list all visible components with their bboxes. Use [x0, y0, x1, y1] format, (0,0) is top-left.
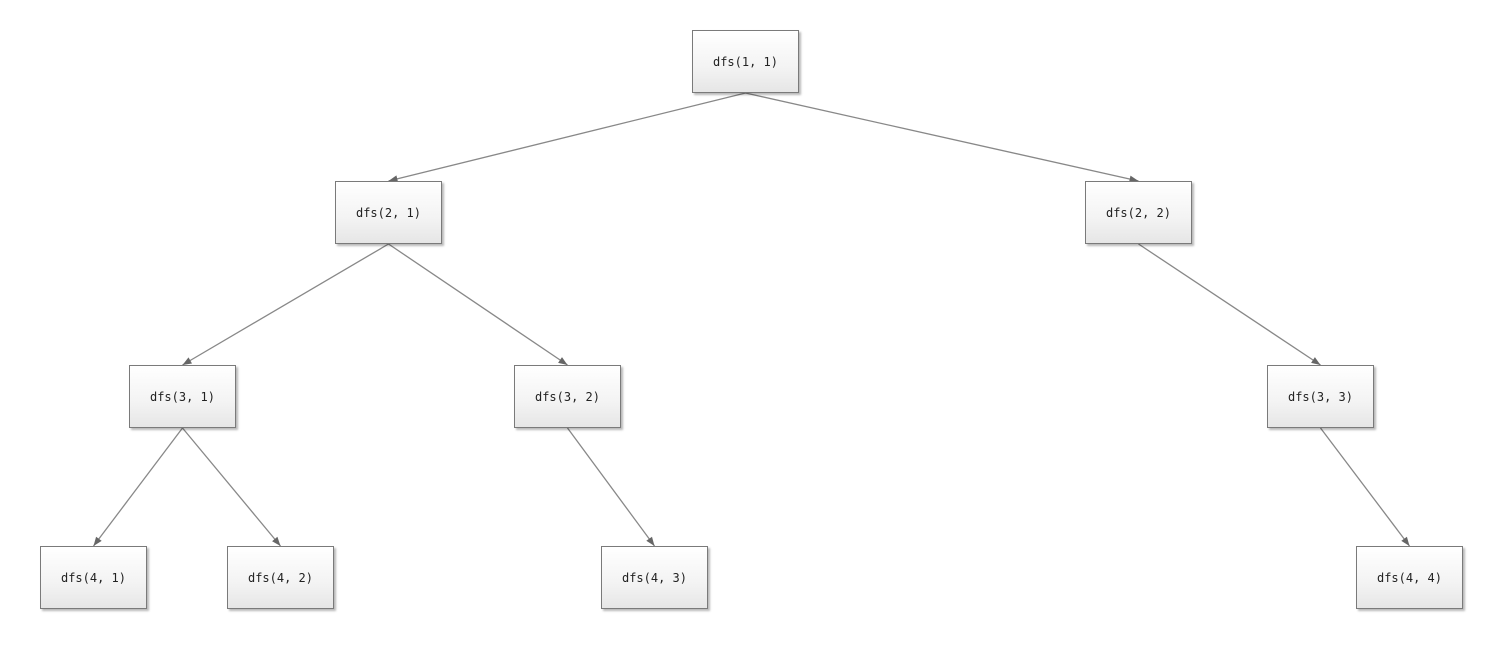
- arrowhead-icon: [272, 536, 281, 546]
- edge-n32-n43: [566, 427, 656, 547]
- edge-n31-n41: [92, 427, 184, 547]
- node-dfs-2-1: dfs(2, 1): [335, 181, 442, 244]
- edge-line: [388, 92, 746, 182]
- edge-line: [566, 427, 656, 547]
- node-dfs-3-2: dfs(3, 2): [514, 365, 621, 428]
- arrowhead-icon: [646, 536, 655, 546]
- edge-n22-n33: [1138, 243, 1321, 366]
- edge-n1-n22: [745, 92, 1139, 183]
- arrowhead-icon: [558, 357, 568, 365]
- edge-n21-n31: [182, 243, 389, 366]
- edge-line: [181, 427, 282, 547]
- edge-line: [182, 243, 389, 366]
- arrowhead-icon: [1129, 175, 1139, 183]
- edge-n21-n32: [388, 243, 568, 366]
- node-dfs-4-4: dfs(4, 4): [1356, 546, 1463, 609]
- arrowhead-icon: [1311, 357, 1321, 365]
- node-dfs-3-3: dfs(3, 3): [1267, 365, 1374, 428]
- edge-line: [92, 427, 184, 547]
- node-dfs-3-1: dfs(3, 1): [129, 365, 236, 428]
- edge-line: [1319, 427, 1411, 547]
- arrowhead-icon: [93, 536, 102, 546]
- node-dfs-4-1: dfs(4, 1): [40, 546, 147, 609]
- arrowhead-icon: [1401, 536, 1410, 546]
- edge-n1-n21: [388, 92, 746, 183]
- edge-n31-n42: [181, 427, 282, 547]
- arrowhead-icon: [388, 175, 399, 183]
- edge-n33-n44: [1319, 427, 1411, 547]
- edge-line: [745, 92, 1139, 182]
- edge-line: [1138, 243, 1321, 366]
- node-dfs-1-1: dfs(1, 1): [692, 30, 799, 93]
- edge-line: [388, 243, 568, 366]
- node-dfs-2-2: dfs(2, 2): [1085, 181, 1192, 244]
- node-dfs-4-3: dfs(4, 3): [601, 546, 708, 609]
- arrowhead-icon: [182, 357, 192, 365]
- node-dfs-4-2: dfs(4, 2): [227, 546, 334, 609]
